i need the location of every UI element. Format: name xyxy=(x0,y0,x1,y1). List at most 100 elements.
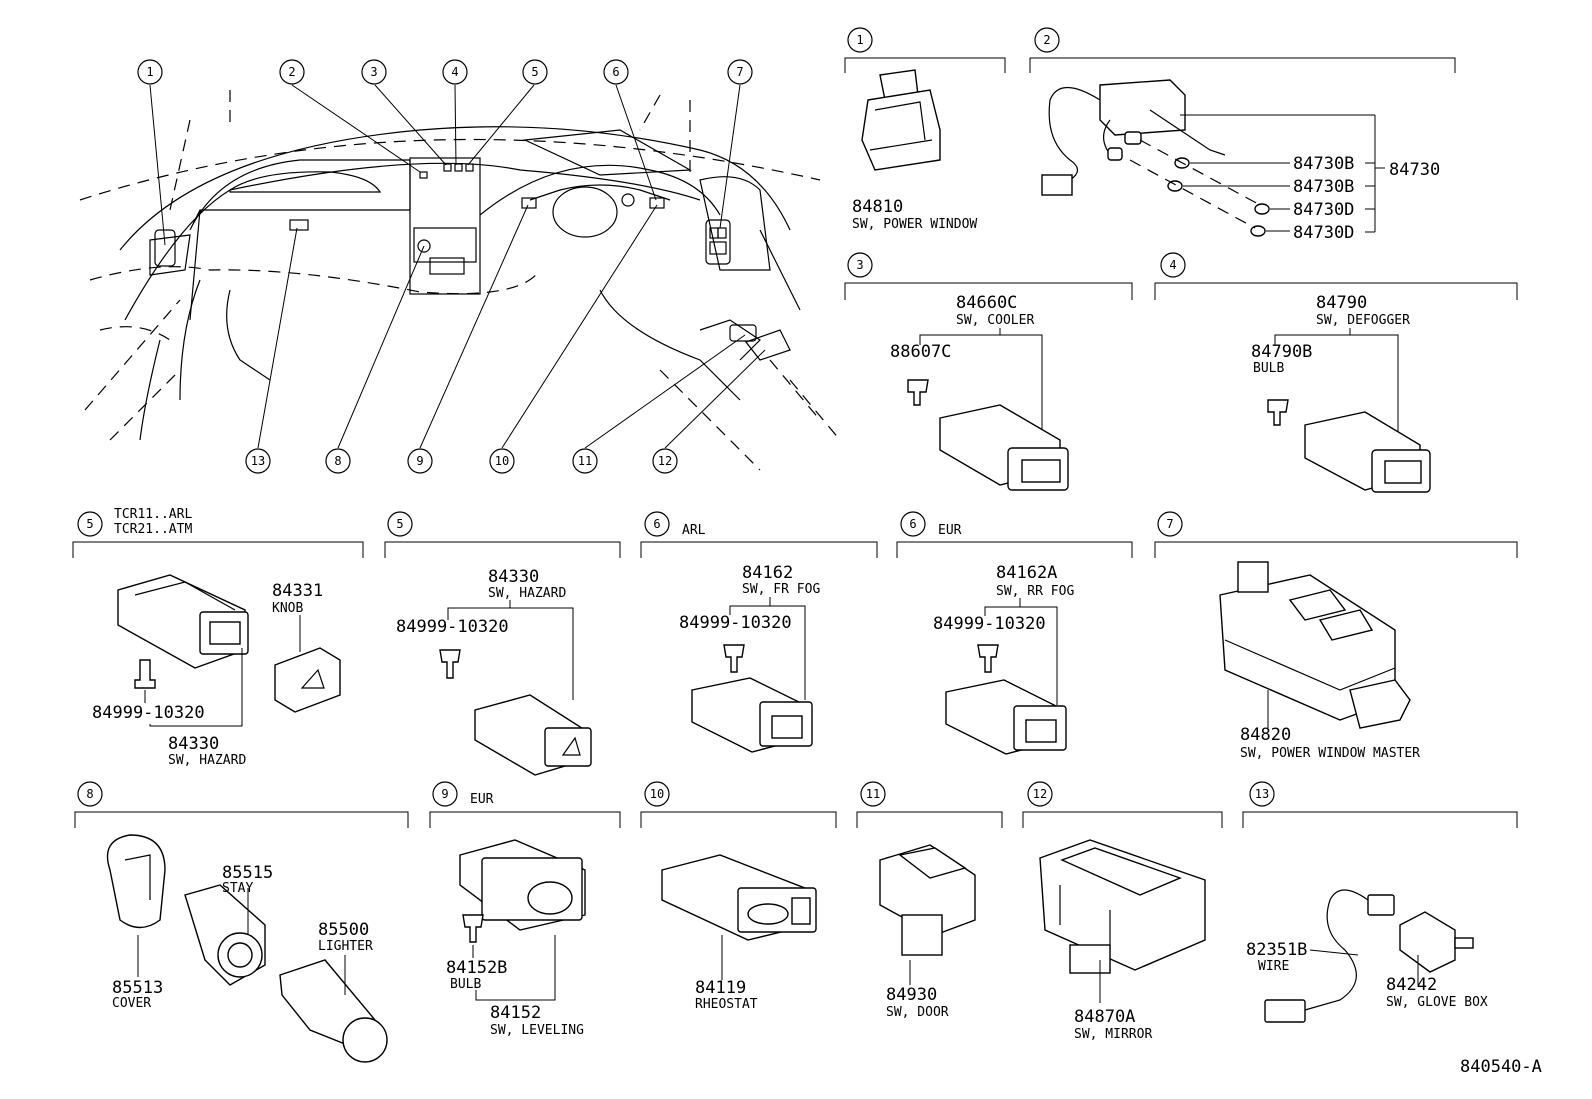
callout-13: 13 xyxy=(245,448,271,474)
fr-fog-switch-icon xyxy=(691,677,813,753)
variant-arl: ARL xyxy=(682,523,706,538)
svg-text:13: 13 xyxy=(1255,787,1269,801)
part-84331: 84331 xyxy=(272,581,323,601)
desc-leveling: SW, LEVELING xyxy=(490,1023,584,1038)
lighter-icon xyxy=(279,959,388,1063)
part-84162: 84162 xyxy=(742,563,793,583)
svg-text:3: 3 xyxy=(856,258,863,272)
section-11-door: 11 84930 SW, DOOR xyxy=(856,781,1003,1020)
wiring-harness-icon xyxy=(1041,79,1226,196)
desc-rr-fog: SW, RR FOG xyxy=(996,584,1074,599)
part-84730B-2: 84730B xyxy=(1293,177,1354,197)
svg-text:5: 5 xyxy=(531,65,538,79)
part-84790: 84790 xyxy=(1316,293,1367,313)
part-84730D-1: 84730D xyxy=(1293,200,1354,220)
svg-text:1: 1 xyxy=(856,33,863,47)
desc-hazard-b: SW, HAZARD xyxy=(488,586,566,601)
part-84162A: 84162A xyxy=(996,563,1057,583)
part-84999-10320-b: 84999-10320 xyxy=(396,617,509,637)
power-window-switch-icon xyxy=(861,69,941,171)
callout-7: 7 xyxy=(727,59,753,85)
bulb-icon xyxy=(439,649,461,679)
part-85513: 85513 xyxy=(112,978,163,998)
callout-2: 2 xyxy=(279,59,305,85)
section-5a-hazard: 5 TCR11..ARL TCR21..ATM 84331 KNOB 84999… xyxy=(72,507,364,768)
part-84330-a: 84330 xyxy=(168,734,219,754)
part-82351B: 82351B xyxy=(1246,940,1307,960)
svg-text:5: 5 xyxy=(396,517,403,531)
part-85500: 85500 xyxy=(318,920,369,940)
section-2-wiring: 2 84730B 84730B 84730D 84730D 8 xyxy=(1029,27,1456,243)
svg-text:7: 7 xyxy=(736,65,743,79)
part-84330-b: 84330 xyxy=(488,567,539,587)
part-84730: 84730 xyxy=(1389,160,1440,180)
bulb-icon xyxy=(977,644,999,673)
svg-text:10: 10 xyxy=(495,454,509,468)
desc-hazard-a: SW, HAZARD xyxy=(168,753,246,768)
svg-text:6: 6 xyxy=(612,65,619,79)
svg-text:6: 6 xyxy=(653,517,660,531)
svg-text:12: 12 xyxy=(658,454,672,468)
part-84119: 84119 xyxy=(695,978,746,998)
svg-text:7: 7 xyxy=(1166,517,1173,531)
svg-text:8: 8 xyxy=(334,454,341,468)
rr-fog-switch-icon xyxy=(945,679,1067,755)
svg-text:9: 9 xyxy=(441,787,448,801)
svg-text:5: 5 xyxy=(86,517,93,531)
desc-glove-box: SW, GLOVE BOX xyxy=(1386,995,1488,1010)
section-10-rheostat: 10 84119 RHEOSTAT xyxy=(640,781,837,1012)
desc-defogger: SW, DEFOGGER xyxy=(1316,313,1410,328)
desc-power-window-master: SW, POWER WINDOW MASTER xyxy=(1240,746,1420,761)
svg-text:6: 6 xyxy=(909,517,916,531)
svg-text:4: 4 xyxy=(451,65,458,79)
desc-fr-fog: SW, FR FOG xyxy=(742,582,820,597)
section-6b-rr-fog: 6 EUR 84162A SW, RR FOG 84999-10320 xyxy=(896,511,1133,755)
bulb-icon xyxy=(723,644,745,673)
callout-8: 8 xyxy=(325,448,351,474)
part-84730B-1: 84730B xyxy=(1293,154,1354,174)
svg-text:2: 2 xyxy=(1043,33,1050,47)
variant-eur: EUR xyxy=(938,523,962,538)
variant-tcr11: TCR11..ARL xyxy=(114,507,192,522)
dashboard-overview xyxy=(79,90,841,471)
svg-text:3: 3 xyxy=(370,65,377,79)
svg-text:8: 8 xyxy=(86,787,93,801)
svg-text:1: 1 xyxy=(146,65,153,79)
part-88607C: 88607C xyxy=(890,342,951,362)
defogger-switch-icon xyxy=(1267,399,1431,493)
callout-10: 10 xyxy=(489,448,515,474)
section-9-leveling: 9 EUR 84152B BULB 84152 SW, LEVELING xyxy=(429,781,621,1038)
svg-text:2: 2 xyxy=(288,65,295,79)
callout-6: 6 xyxy=(603,59,629,85)
part-84870A: 84870A xyxy=(1074,1007,1135,1027)
overview-callouts-top: 1 2 3 4 5 6 7 xyxy=(137,59,753,85)
svg-text:9: 9 xyxy=(416,454,423,468)
section-1-power-window: 1 84810 SW, POWER WINDOW xyxy=(844,27,1006,232)
variant-tcr21: TCR21..ATM xyxy=(114,522,192,537)
desc-stay: STAY xyxy=(222,881,253,896)
bulb-icon xyxy=(462,914,484,943)
part-84242: 84242 xyxy=(1386,975,1437,995)
part-84152: 84152 xyxy=(490,1003,541,1023)
desc-lighter: LIGHTER xyxy=(318,939,373,954)
desc-rheostat: RHEOSTAT xyxy=(695,997,758,1012)
part-84660C: 84660C xyxy=(956,293,1017,313)
section-12-mirror: 12 84870A SW, MIRROR xyxy=(1022,781,1223,1042)
callout-9: 9 xyxy=(407,448,433,474)
desc-mirror: SW, MIRROR xyxy=(1074,1027,1152,1042)
mirror-switch-icon xyxy=(1039,839,1206,974)
section-6a-fr-fog: 6 ARL 84162 SW, FR FOG 84999-10320 xyxy=(640,511,878,753)
desc-cooler: SW, COOLER xyxy=(956,313,1034,328)
glove-box-switch-icon xyxy=(1399,911,1474,973)
desc-door: SW, DOOR xyxy=(886,1005,949,1020)
desc-cover: COVER xyxy=(112,996,151,1011)
section-3-cooler: 3 84660C SW, COOLER 88607C xyxy=(844,252,1133,491)
desc-wire: WIRE xyxy=(1258,959,1289,974)
svg-text:4: 4 xyxy=(1169,258,1176,272)
callout-12: 12 xyxy=(652,448,678,474)
callout-4: 4 xyxy=(442,59,468,85)
part-84152B: 84152B xyxy=(446,958,507,978)
overview-leader-lines xyxy=(149,84,766,449)
hazard-switch-icon xyxy=(474,694,592,776)
